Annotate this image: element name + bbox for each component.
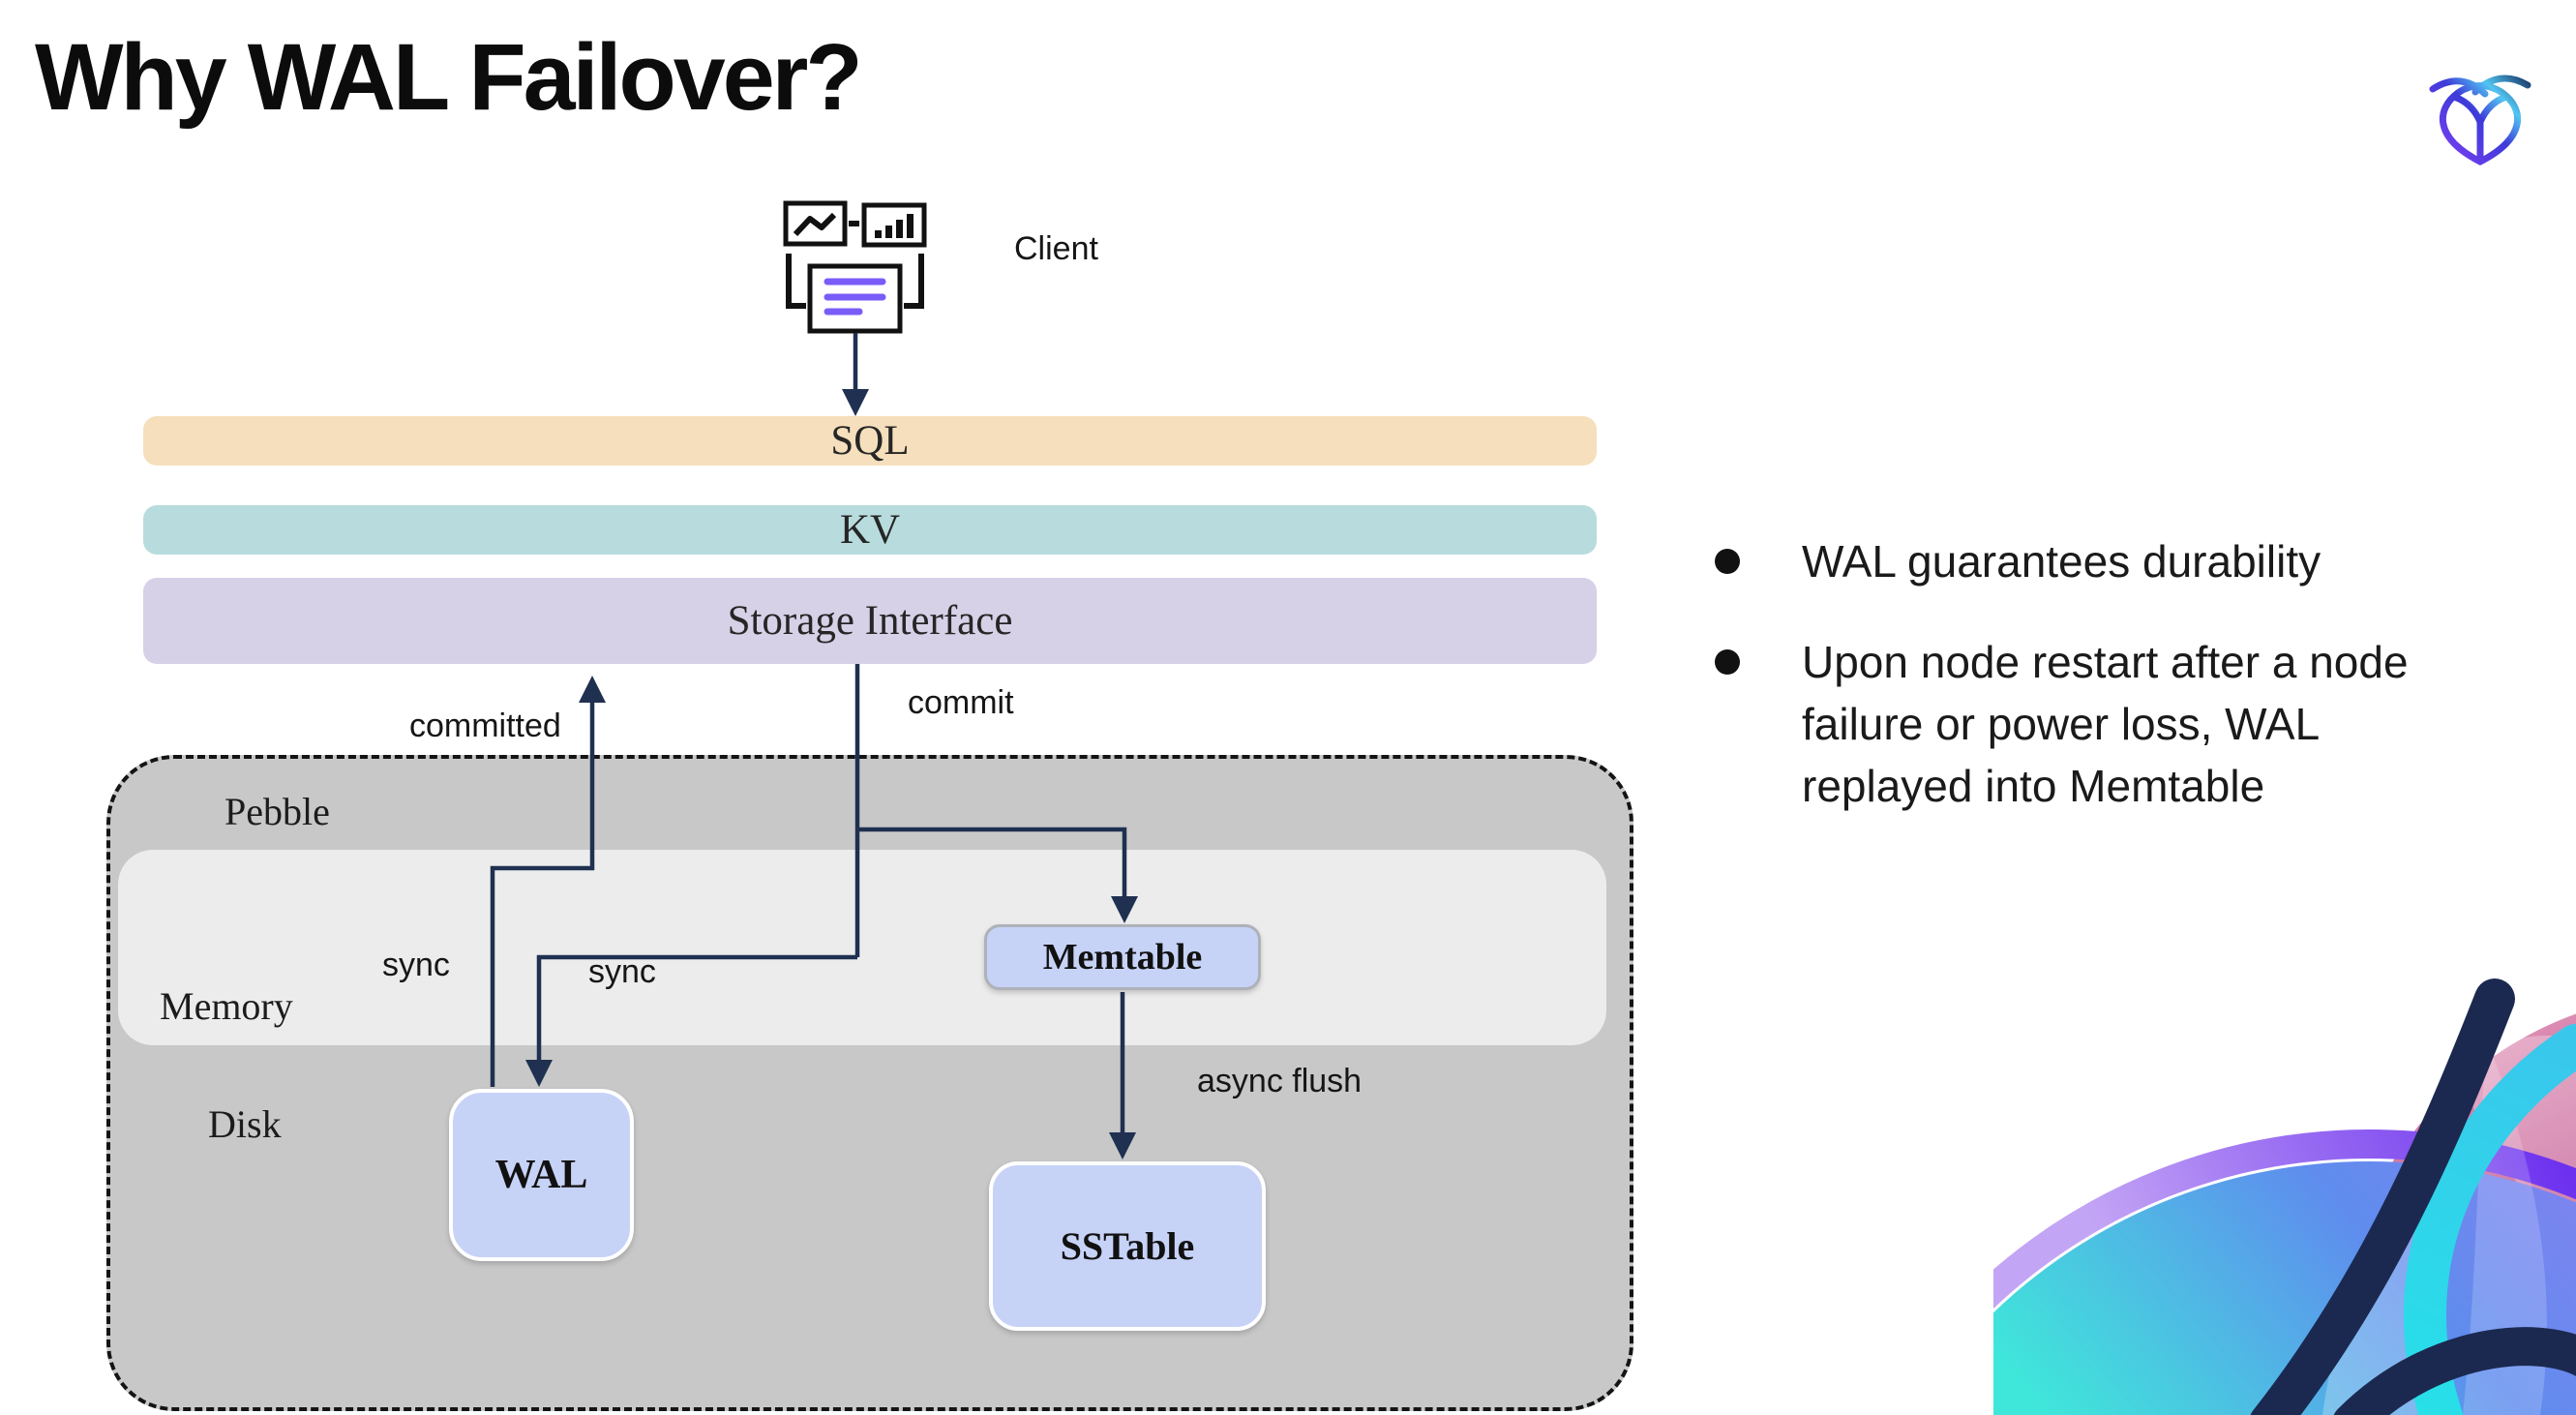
node-wal-label: WAL xyxy=(494,1153,588,1197)
list-item: Upon node restart after a node failure o… xyxy=(1715,631,2576,817)
pebble-label: Pebble xyxy=(225,790,330,833)
edge-label-committed: committed xyxy=(409,708,561,744)
cockroachdb-logo-icon xyxy=(2429,75,2531,166)
edge-label-commit: commit xyxy=(908,684,1014,721)
layer-bar-sql: SQL xyxy=(143,416,1597,466)
layer-label-sql: SQL xyxy=(830,418,910,464)
memory-label: Memory xyxy=(160,984,293,1028)
node-memtable: Memtable xyxy=(984,924,1261,990)
document-lines-glyph xyxy=(824,278,886,316)
list-item: WAL guarantees durability xyxy=(1715,530,2576,592)
layer-label-kv: KV xyxy=(839,507,901,553)
node-memtable-label: Memtable xyxy=(1042,937,1203,978)
line-chart-glyph xyxy=(793,212,837,237)
edge-label-async-flush: async flush xyxy=(1197,1063,1363,1099)
memory-region xyxy=(118,850,1606,1045)
edge-label-sync-left: sync xyxy=(382,947,450,983)
bar-chart-glyph xyxy=(875,214,914,238)
node-wal: WAL xyxy=(449,1089,634,1261)
bullet-text: Upon node restart after a node failure o… xyxy=(1802,637,2409,811)
client-label: Client xyxy=(1014,230,1098,267)
bullet-dot xyxy=(1715,549,1740,574)
layer-label-storage: Storage Interface xyxy=(727,598,1013,644)
bullet-dot xyxy=(1715,649,1740,675)
edge-label-sync-right: sync xyxy=(588,953,656,990)
bullet-text: WAL guarantees durability xyxy=(1802,536,2321,587)
client-icon xyxy=(783,200,927,334)
bullet-list: WAL guarantees durability Upon node rest… xyxy=(1715,530,2576,856)
layer-bar-kv: KV xyxy=(143,505,1597,555)
arrowhead-into-sql xyxy=(842,389,869,416)
node-sstable: SSTable xyxy=(989,1161,1266,1331)
arrowhead-into-storage xyxy=(579,676,606,703)
layer-bar-storage: Storage Interface xyxy=(143,578,1597,664)
disk-label: Disk xyxy=(208,1102,282,1146)
decorative-spheres xyxy=(1993,978,2576,1415)
page-title: Why WAL Failover? xyxy=(35,24,863,130)
node-sstable-label: SSTable xyxy=(1060,1224,1195,1268)
